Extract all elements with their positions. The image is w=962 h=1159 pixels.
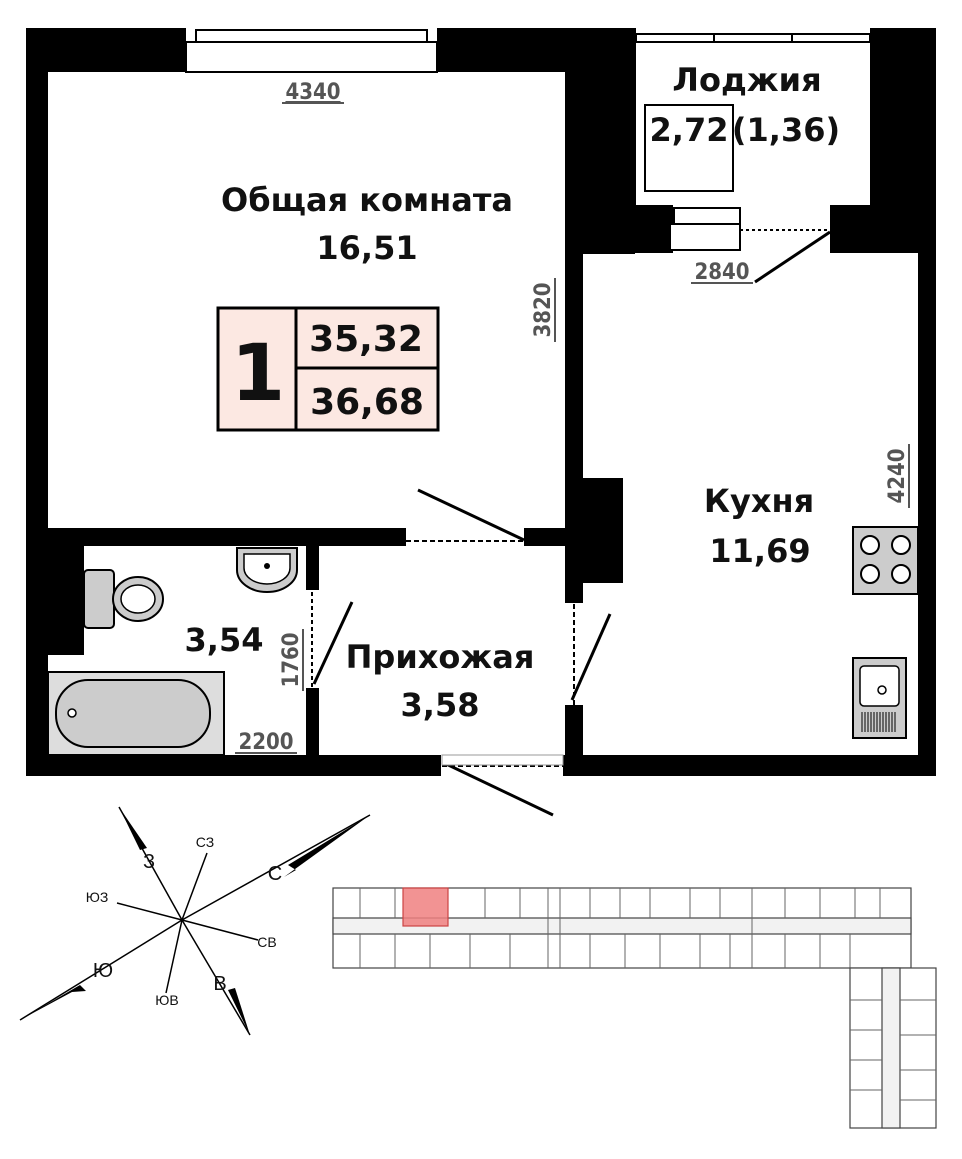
living-room-name: Общая комната: [221, 181, 513, 219]
hall-name: Прихожая: [346, 638, 535, 676]
compass-southeast: ЮВ: [155, 992, 178, 1008]
compass-east: В: [213, 973, 226, 995]
compass-south: Ю: [93, 960, 113, 982]
loggia-area-reduced: (1,36): [732, 111, 840, 149]
window-top: [185, 29, 438, 73]
kitchen-sink: [852, 657, 907, 739]
building-key-plan: [332, 887, 937, 1129]
dim-loggia: 2840: [694, 260, 749, 285]
highlighted-apartment: [402, 887, 449, 927]
kitchen-area: 11,69: [709, 532, 810, 570]
loggia-name: Лоджия: [672, 61, 821, 99]
compass-northwest: СЗ: [196, 834, 214, 850]
summary-box: 1 35,32 36,68: [216, 306, 440, 432]
living-room-area: 16,51: [316, 229, 417, 267]
bath-area: 3,54: [185, 621, 264, 659]
compass-northeast: СВ: [257, 934, 276, 950]
hall-area: 3,58: [401, 686, 480, 724]
sink-bath: [236, 547, 298, 593]
dim-bath-width: 2200: [238, 730, 293, 755]
dim-kitchen-height: 4240: [885, 448, 910, 503]
compass: С Ю З В СЗ СВ ЮЗ ЮВ: [19, 806, 371, 1036]
compass-north: С: [268, 863, 282, 885]
compass-west: З: [143, 851, 155, 873]
dim-bath-height: 1760: [279, 632, 304, 687]
toilet: [83, 569, 164, 629]
bathtub: [47, 671, 225, 756]
kitchen-name: Кухня: [704, 482, 814, 520]
doors: [311, 488, 612, 817]
walls: [26, 28, 936, 776]
window-loggia: [635, 33, 871, 43]
compass-southwest: ЮЗ: [86, 889, 109, 905]
living-area-total: 35,32: [309, 319, 423, 360]
dim-living-height: 3820: [531, 282, 556, 337]
loggia-inner-square: [644, 104, 734, 192]
rooms-count: 1: [231, 329, 285, 419]
stove: [852, 526, 919, 595]
dim-top: 4340: [285, 80, 340, 105]
loggia-area: 2,72: [650, 111, 729, 149]
loggia-door: [669, 207, 831, 284]
total-area: 36,68: [310, 382, 424, 423]
